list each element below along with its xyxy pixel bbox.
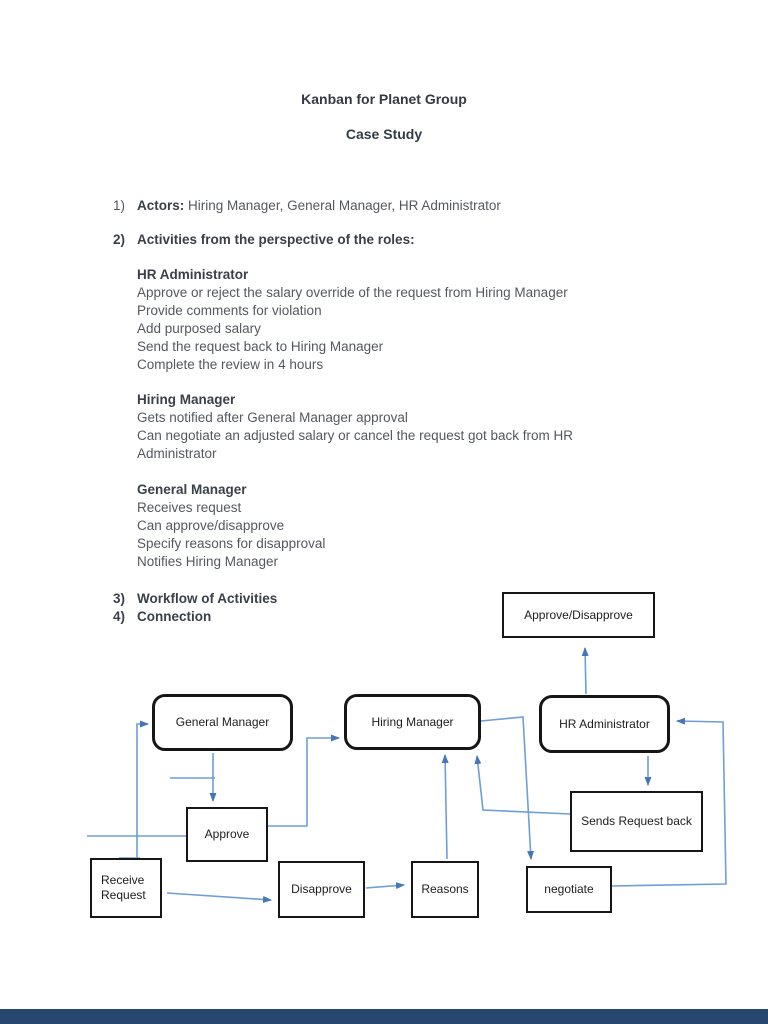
section-line: Notifies Hiring Manager [137, 554, 279, 569]
section-line: Specify reasons for disapproval [137, 536, 326, 551]
diagram-box-hiring-manager: Hiring Manager [344, 694, 481, 750]
connector-receive-request-to-disapprove [166, 892, 272, 903]
section-line: Approve or reject the salary override of… [137, 285, 568, 300]
connector-approve-to-hiring-manager [268, 734, 340, 827]
page-subtitle: Case Study [345, 126, 423, 142]
section-line: Add purposed salary [137, 321, 261, 336]
diagram-box-general-manager: General Manager [152, 694, 293, 751]
connector-reasons-to-hiring-manager [441, 754, 449, 860]
section-line: Can approve/disapprove [137, 518, 285, 533]
connector-hiring-manager-to-negotiate [480, 716, 535, 860]
diagram-box-receive-request: Receive Request [90, 858, 162, 918]
diagram-box-hr-administrator: HR Administrator [539, 695, 670, 753]
section-heading: HR Administrator [137, 267, 249, 282]
section-line: Gets notified after General Manager appr… [137, 410, 408, 425]
section-line: Send the request back to Hiring Manager [137, 339, 384, 354]
connector-receive-request-to-general-manager [136, 720, 149, 858]
list-item-activities: 2) Activities from the perspective of the… [113, 231, 733, 249]
connector-hr-administrator-to-approve-disapprove [581, 647, 589, 695]
viewer-footer-bar [0, 1009, 768, 1024]
diagram-box-sends-request-back: Sends Request back [570, 791, 703, 852]
connector-disapprove-to-reasons [365, 882, 405, 890]
diagram-box-disapprove: Disapprove [278, 861, 365, 918]
section-line: Administrator [137, 446, 217, 461]
diagram-box-negotiate: negotiate [526, 866, 612, 913]
section-line: Complete the review in 4 hours [137, 357, 324, 372]
list-number: 4) [113, 609, 126, 624]
list-number: 1) [113, 198, 126, 213]
list-number: 2) [113, 232, 126, 247]
diagram-box-reasons: Reasons [411, 861, 479, 918]
section-heading: General Manager [137, 482, 247, 497]
list-number: 3) [113, 591, 126, 606]
page-title: Kanban for Planet Group [301, 91, 467, 107]
diagram-box-approve: Approve [186, 807, 268, 862]
actors-text: Hiring Manager, General Manager, HR Admi… [184, 198, 501, 213]
section-heading: Hiring Manager [137, 392, 236, 407]
connector-sends-request-back-to-hiring-manager [474, 755, 571, 815]
list-item-connection: 4) Connection [113, 608, 733, 626]
actors-label: Actors: [137, 198, 185, 213]
list-item-workflow: 3) Workflow of Activities [113, 590, 733, 608]
list-item-actors: 1) Actors: Hiring Manager, General Manage… [113, 197, 733, 215]
workflow-text: Workflow of Activities [137, 591, 278, 606]
diagram-box-approve-disapprove: Approve/Disapprove [502, 592, 655, 638]
section-line: Receives request [137, 500, 242, 515]
connection-text: Connection [137, 609, 212, 624]
activities-text: Activities from the perspective of the r… [137, 232, 415, 247]
section-line: Can negotiate an adjusted salary or canc… [137, 428, 573, 443]
section-line: Provide comments for violation [137, 303, 322, 318]
